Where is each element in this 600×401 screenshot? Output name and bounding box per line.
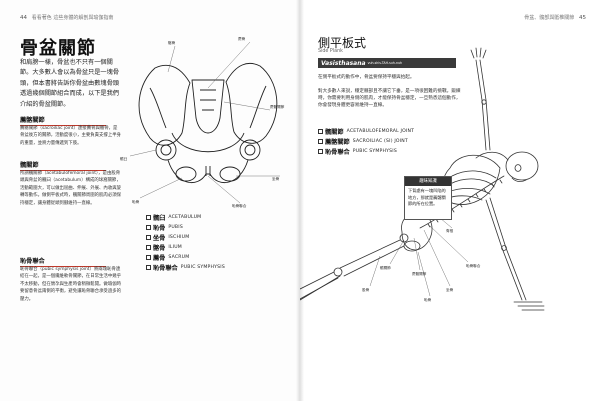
label-ischium-right: 坐骨 <box>446 287 454 292</box>
checkbox-icon <box>146 214 151 220</box>
fun-fact-heading: 趣味知識 <box>405 177 451 186</box>
right-page: 骨盆、髖部與骶椎關節 45 <box>300 0 600 401</box>
label-symphysis-right: 恥骨聯合 <box>466 263 481 268</box>
fun-fact-box: 趣味知識 下背處有一塊凹陷的地方，那就是薦髂關節的所在位置。 <box>404 176 452 220</box>
label-sij-right: 薦髂關節 <box>412 271 427 276</box>
checkbox-icon <box>318 138 323 144</box>
label-hip: 髖關節 <box>380 265 391 270</box>
label-sij: 薦髂關節 <box>270 104 285 109</box>
checkbox-icon <box>146 254 151 260</box>
checkbox-icon <box>146 244 151 250</box>
label-ilium: 髂骨 <box>168 40 176 45</box>
checkbox-icon <box>146 264 151 270</box>
pose-paragraph-1: 在側平板式的動作中，骨盆要保持平穩與抬起。 <box>318 75 415 80</box>
left-running-head: 44 看看著色 這些身體的解剖與瑜伽指南 <box>20 14 113 21</box>
sanskrit-band: Vasisthasana vuh-shis-TAH-suh-nuh <box>318 58 456 68</box>
left-running-head-text: 看看著色 這些身體的解剖與瑜伽指南 <box>31 15 114 21</box>
right-running-head: 骨盆、髖部與骶椎關節 45 <box>524 14 586 21</box>
checkbox-icon <box>146 224 151 230</box>
checkbox-icon <box>318 128 323 134</box>
pose-paragraph-2: 對大多數人來說，穩定髖部且不讓它下垂，是一項很困難的挑戰。鍛練時，你需要利用身側… <box>318 89 461 109</box>
pose-title: 側平板式 <box>318 36 367 50</box>
right-page-number: 45 <box>579 15 586 21</box>
sanskrit-name: Vasisthasana <box>321 59 366 67</box>
checkbox-icon <box>146 234 151 240</box>
section-heading-symphysis: 恥骨聯合 <box>20 256 106 267</box>
label-symphysis: 恥骨聯合 <box>232 203 247 208</box>
checkbox-icon <box>318 148 323 154</box>
label-acetabulum: 髖臼 <box>120 156 128 161</box>
label-ischium: 坐骨 <box>272 176 280 181</box>
label-spine: 脊椎 <box>446 228 454 233</box>
section-text-sij: 薦髂關節（sacroiliac joint）連接薦骨與髂骨，是骨盆後方的關節，活… <box>20 126 121 146</box>
label-pubis-right: 恥骨 <box>424 297 432 302</box>
section-text-hip: 所謂髖關節（acetabulofemoral joint），是由股骨頭與骨盆的髖… <box>20 171 121 206</box>
label-femur: 股骨 <box>362 287 370 292</box>
section-heading-sij: 薦髂關節 <box>20 115 106 126</box>
left-page-number: 44 <box>20 15 27 21</box>
section-text-symphysis: 恥骨聯合（pubic symphysis joint）將兩塊恥骨連結在一起，是一… <box>20 267 121 302</box>
pelvis-diagram: 髂骨 薦骨 薦髂關節 髖臼 恥骨 恥骨聯合 坐骨 <box>120 36 285 208</box>
pose-subtitle: Side Plank <box>318 49 343 54</box>
label-sacrum: 薦骨 <box>238 36 246 41</box>
intro-paragraph: 和肩膀一樣，骨盆也不只有一個關節。大多數人會以為骨盆只是一塊骨頭，但本書將告訴你… <box>20 59 119 108</box>
sanskrit-pronunciation: vuh-shis-TAH-suh-nuh <box>367 61 403 65</box>
section-heading-hip: 髖關節 <box>20 160 106 171</box>
page-title: 骨盆關節 <box>20 38 96 59</box>
right-running-head-text: 骨盆、髖部與骶椎關節 <box>524 15 575 21</box>
left-page: 44 看看著色 這些身體的解剖與瑜伽指南 骨盆關節 和肩膀一樣，骨盆也不只有一個… <box>20 14 285 302</box>
book-gutter <box>296 0 304 401</box>
label-pubis: 恥骨 <box>132 199 140 204</box>
fun-fact-text: 下背處有一塊凹陷的地方，那就是薦髂關節的所在位置。 <box>408 188 446 207</box>
